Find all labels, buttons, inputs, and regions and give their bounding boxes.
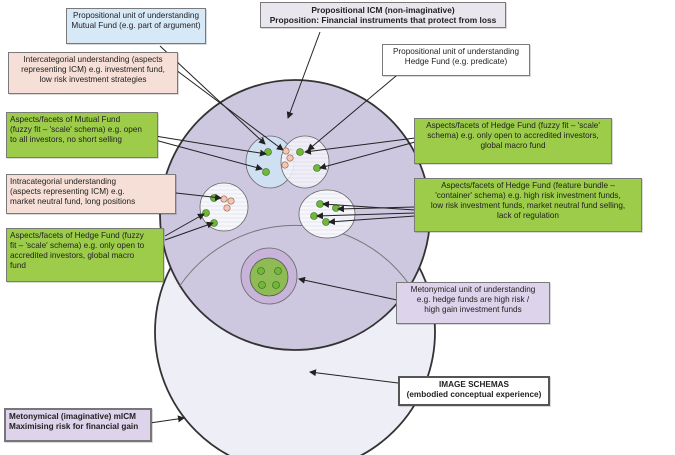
intercategorial-line1: Intercategorial understanding (aspects [23, 55, 163, 64]
hedge-fund-aspects-left-line2: fit – 'scale' schema) e.g. only open to [10, 241, 145, 250]
image-schemas-subtitle: (embodied conceptual experience) [406, 390, 542, 399]
intracategorial-line1: Intracategorial understanding [10, 177, 117, 186]
hedge-fund-aspects-top-line3: global macro fund [480, 141, 546, 150]
metonymical-micm-line1: Metonymical (imaginative) mICM [9, 412, 136, 421]
mutual-fund-unit-box: Propositional unit of understanding Mutu… [66, 8, 206, 44]
hedge-fund-unit-box: Propositional unit of understanding Hedg… [382, 44, 530, 76]
feature-bundle-line2: 'container' schema) e.g. high risk inves… [435, 191, 621, 200]
hedge-fund-cluster-top [280, 135, 330, 189]
feature-bundle-line1: Aspects/facets of Hedge Fund (feature bu… [441, 181, 615, 190]
feature-bundle-line4: lack of regulation [497, 211, 559, 220]
hedge-fund-aspects-top-line2: schema) e.g. only open to accredited inv… [427, 131, 599, 140]
intracategorial-line2: (aspects representing ICM) e.g. [10, 187, 125, 196]
hedge-fund-aspects-left-line3: accredited investors, global macro [10, 251, 135, 260]
mutual-fund-unit-line1: Propositional unit of understanding [72, 11, 200, 20]
image-schemas-box: IMAGE SCHEMAS (embodied conceptual exper… [398, 376, 550, 406]
propositional-icm-line1: Propositional ICM (non-imaginative) [311, 5, 455, 15]
hedge-fund-aspects-top-box: Aspects/facets of Hedge Fund (fuzzy fit … [414, 118, 612, 164]
hedge-fund-unit-line1: Propositional unit of understanding [392, 47, 520, 56]
mutual-fund-aspects-line2: (fuzzy fit – 'scale' schema) e.g. open [10, 125, 142, 134]
metonymical-unit-line3: high gain investment funds [424, 305, 522, 314]
pink-dots [220, 147, 294, 212]
hedge-fund-aspects-top-line1: Aspects/facets of Hedge Fund (fuzzy fit … [426, 121, 600, 130]
feature-bundle-cluster [298, 189, 356, 239]
metonymical-inner-circle [249, 257, 289, 297]
hedge-fund-aspects-left-box: Aspects/facets of Hedge Fund (fuzzy fit … [6, 228, 164, 282]
feature-bundle-line3: low risk investment funds, market neutra… [430, 201, 626, 210]
connector-arrows [149, 31, 416, 424]
metonymical-unit-line2: e.g. hedge funds are high risk / [416, 295, 530, 304]
mutual-fund-aspects-line3: to all investors, no short selling [10, 135, 122, 144]
mutual-fund-aspects-line1: Aspects/facets of Mutual Fund [10, 115, 121, 124]
metonymical-unit-line1: Metonymical unit of understanding [410, 285, 536, 294]
propositional-icm-box: Propositional ICM (non-imaginative) Prop… [260, 2, 506, 28]
hedge-fund-feature-bundle-box: Aspects/facets of Hedge Fund (feature bu… [414, 178, 642, 232]
mutual-fund-aspects-box: Aspects/facets of Mutual Fund (fuzzy fit… [6, 112, 158, 158]
metonymical-unit-box: Metonymical unit of understanding e.g. h… [396, 282, 550, 324]
intercategorial-box: Intercategorial understanding (aspects r… [8, 52, 178, 94]
intercategorial-line2: representing ICM) e.g. investment fund, [21, 65, 165, 74]
metonymical-micm-line2: Maximising risk for financial gain [9, 422, 139, 431]
propositional-icm-line2: Proposition: Financial instruments that … [269, 15, 497, 25]
propositional-icm-circle [159, 79, 431, 351]
metonymical-micm-box: Metonymical (imaginative) mICM Maximisin… [4, 408, 152, 442]
hedge-fund-unit-line2: Hedge Fund (e.g. predicate) [404, 57, 508, 66]
hedge-fund-aspects-left-line4: fund [10, 261, 26, 270]
intracategorial-line3: market neutral fund, long positions [10, 197, 136, 206]
image-schemas-title: IMAGE SCHEMAS [438, 380, 510, 389]
mutual-fund-unit-line2: Mutual Fund (e.g. part of argument) [71, 21, 201, 30]
intercategorial-line3: low risk investment strategies [39, 75, 147, 84]
intracategorial-box: Intracategorial understanding (aspects r… [6, 174, 176, 214]
hedge-fund-aspects-left-line1: Aspects/facets of Hedge Fund (fuzzy [10, 231, 144, 240]
